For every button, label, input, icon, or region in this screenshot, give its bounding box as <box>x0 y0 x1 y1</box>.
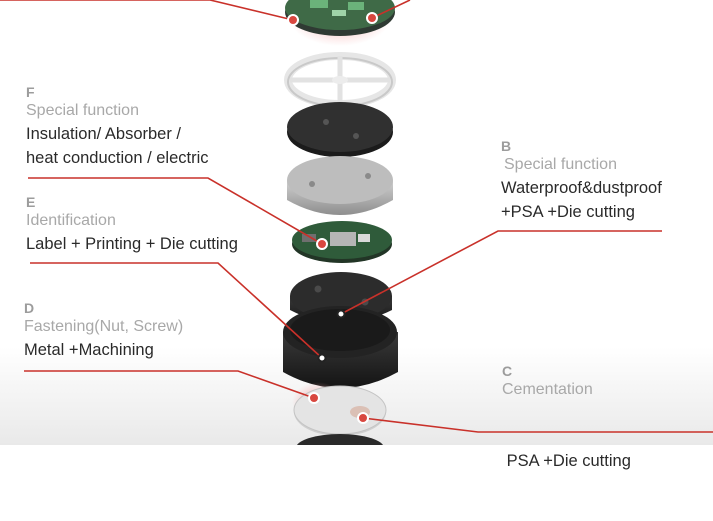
dark-housing <box>283 306 398 388</box>
callout-markers <box>287 12 378 424</box>
callout-category: Fastening(Nut, Screw) <box>24 318 184 335</box>
callout-category: Special function <box>504 156 617 173</box>
callout-description: PSA +Die cutting <box>502 401 631 521</box>
callout-category: Special function <box>26 102 139 119</box>
callout-category: Cementation <box>502 381 593 398</box>
callout-e: E Identification Label + Printing + Die … <box>26 194 238 256</box>
marker-dot-d <box>308 392 320 404</box>
assembly-drawing <box>0 0 713 445</box>
marker-dot-top-left <box>287 14 299 26</box>
callout-description-line: +PSA +Die cutting <box>501 203 635 221</box>
callout-letter: F <box>26 84 35 100</box>
bottom-disc <box>297 434 383 445</box>
leader-lines <box>0 0 713 433</box>
callout-b: B Special function Waterproof&dustproof … <box>501 138 662 224</box>
callout-d: D Fastening(Nut, Screw) Metal +Machining <box>24 300 183 362</box>
callout-letter: C <box>502 363 513 379</box>
callout-description-line: heat conduction / electric <box>26 149 209 167</box>
leader-line-top-left <box>0 0 294 21</box>
leader-line-d <box>24 370 315 399</box>
leader-line-b <box>340 230 662 315</box>
callout-description: Waterproof&dustproof +PSA +Die cutting <box>501 176 662 224</box>
dark-gasket-disc <box>287 102 393 157</box>
callout-description-line: Label + Printing + Die cutting <box>26 235 238 253</box>
leader-line-c <box>362 417 713 433</box>
callout-c: C Cementation PSA +Die cutting <box>502 363 631 521</box>
callout-category: Identification <box>26 212 116 229</box>
marker-dot-f <box>316 238 328 250</box>
top-pcb-board <box>285 0 395 46</box>
marker-dot-top-right <box>366 12 378 24</box>
leader-line-e <box>30 262 323 359</box>
callout-description: Insulation/ Absorber / heat conduction /… <box>26 122 209 170</box>
exploded-assembly-diagram: F Special function Insulation/ Absorber … <box>0 0 713 470</box>
label-pcb <box>292 221 392 263</box>
callout-f: F Special function Insulation/ Absorber … <box>26 84 209 170</box>
callout-letter: D <box>24 300 35 316</box>
callout-description: Label + Printing + Die cutting <box>26 232 238 256</box>
callout-letter: E <box>26 194 36 210</box>
callout-description-line: Metal +Machining <box>24 341 154 359</box>
callout-description-line: PSA +Die cutting <box>502 452 631 470</box>
metal-heat-spreader <box>287 156 393 215</box>
callout-description: Metal +Machining <box>24 338 183 362</box>
white-spider-ring <box>284 52 396 108</box>
adhesive-film <box>292 382 387 436</box>
marker-dot-e <box>317 353 327 363</box>
callout-letter: B <box>501 138 512 154</box>
marker-dot-b <box>336 309 346 319</box>
marker-dot-c <box>357 412 369 424</box>
leader-line-top-right <box>371 0 411 19</box>
callout-description-line: Waterproof&dustproof <box>501 179 662 197</box>
leader-line-f <box>28 177 323 245</box>
callout-description-line: Insulation/ Absorber / <box>26 125 182 143</box>
